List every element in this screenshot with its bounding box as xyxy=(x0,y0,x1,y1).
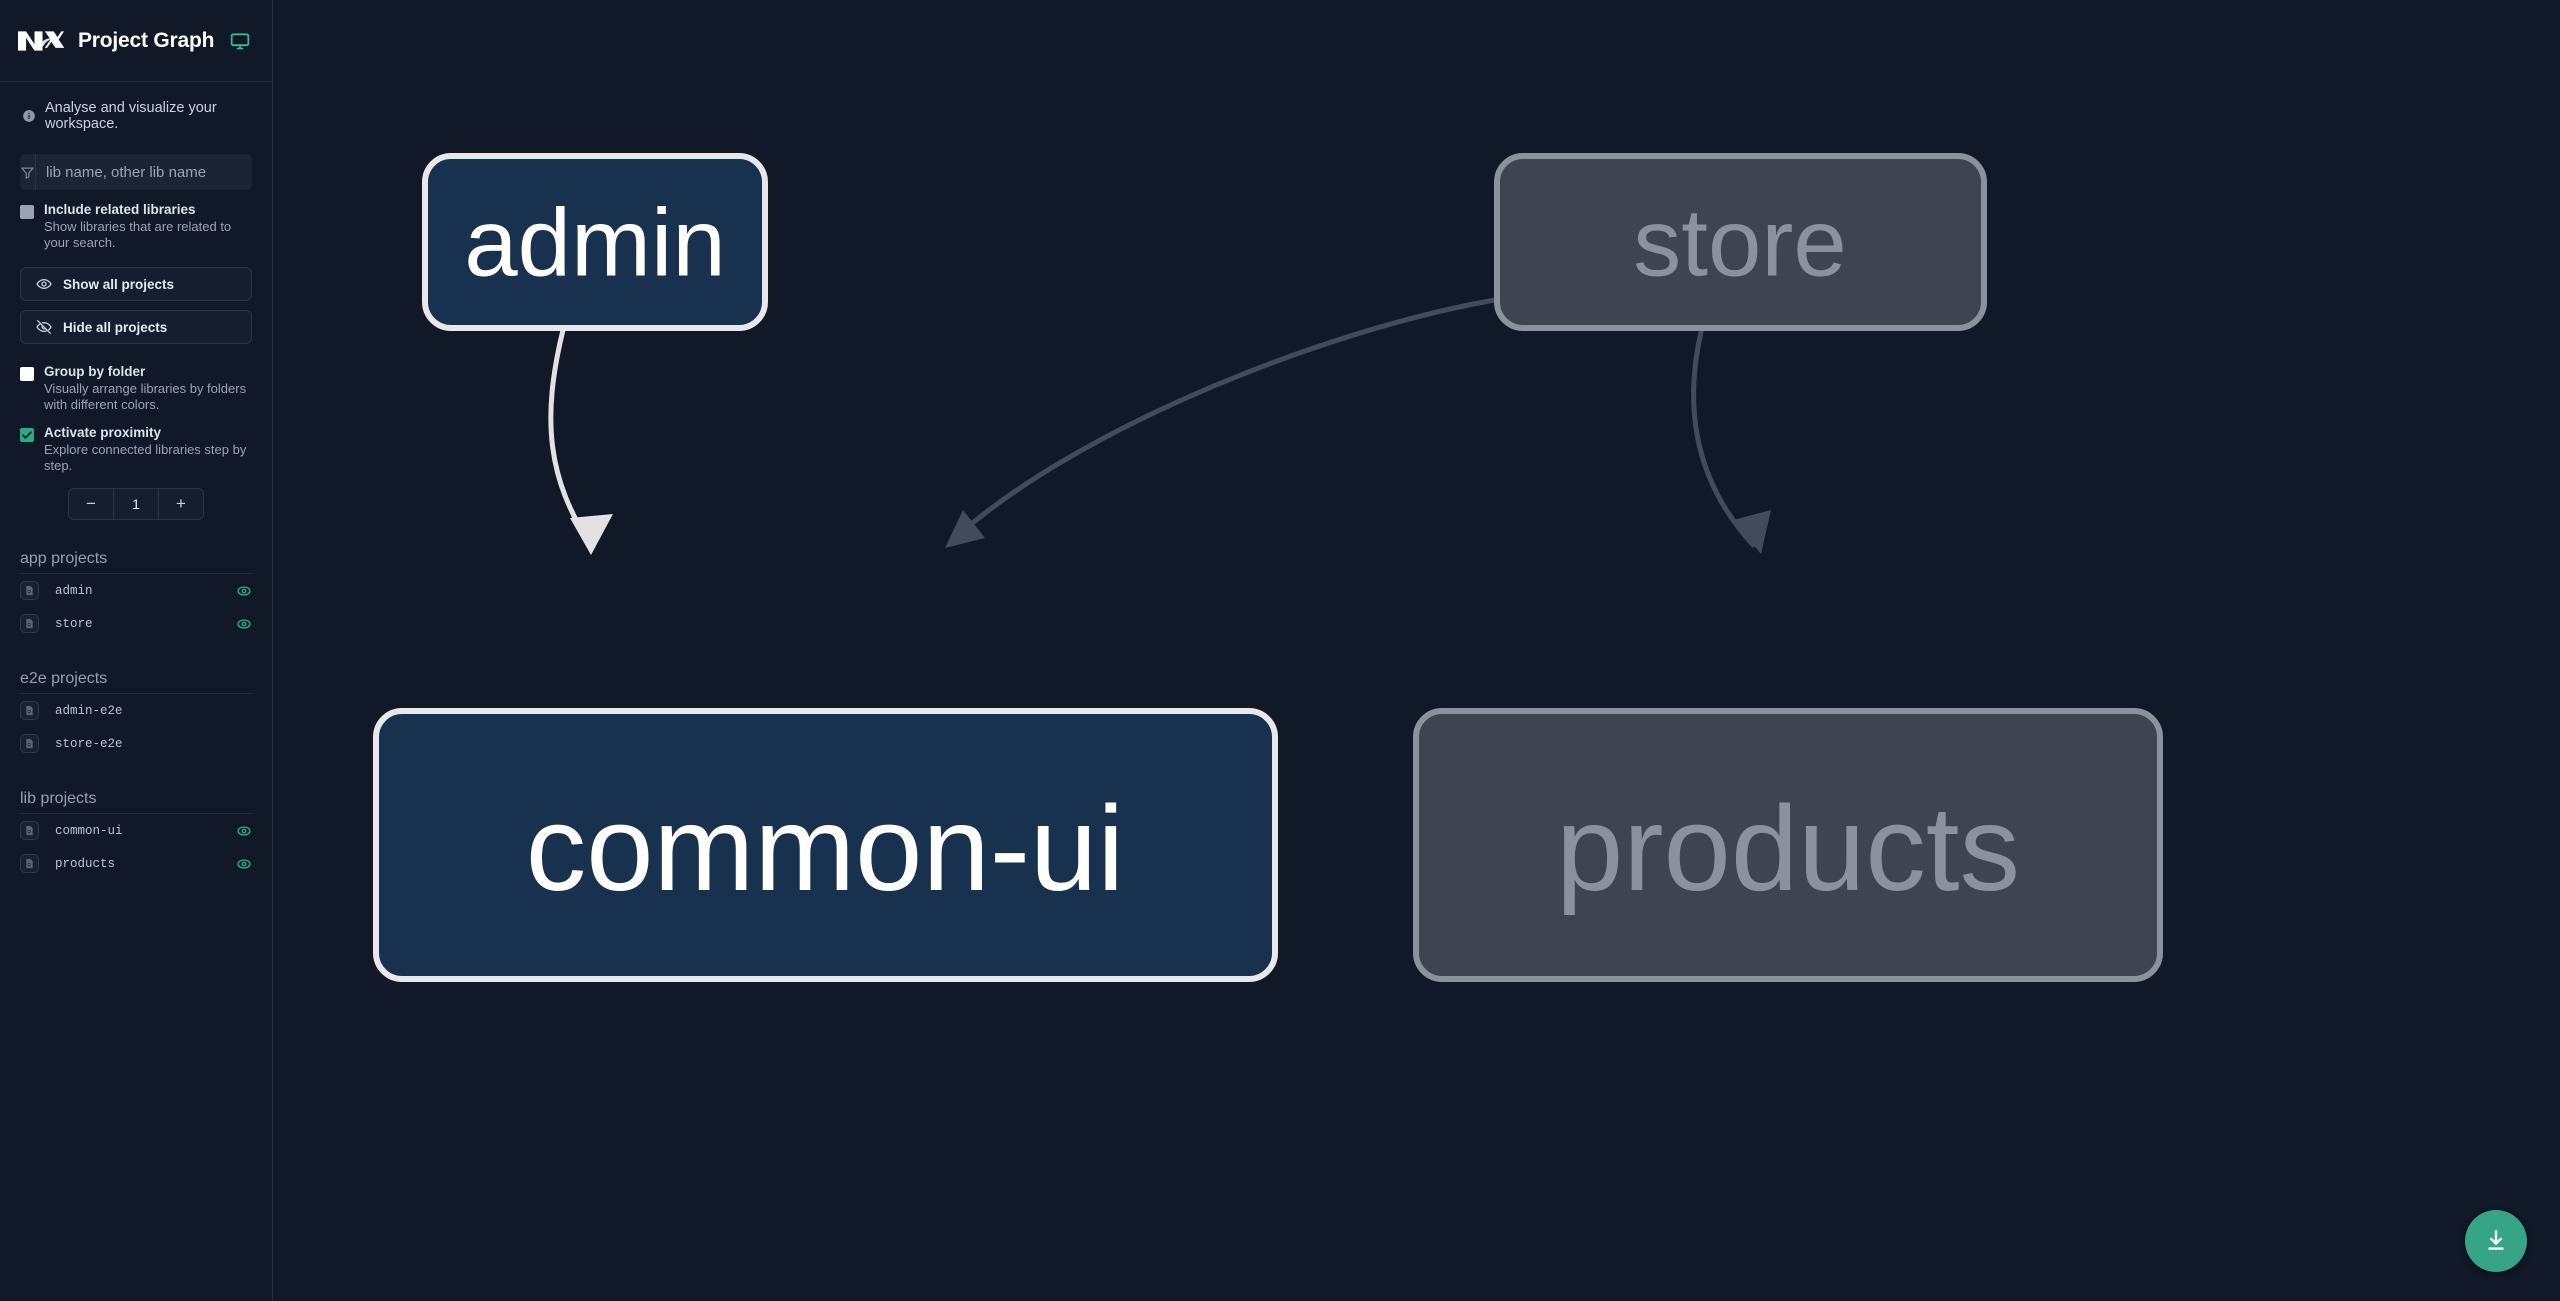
project-group-app-title: app projects xyxy=(20,550,252,574)
search-input[interactable] xyxy=(36,154,252,190)
project-file-icon xyxy=(20,614,39,633)
project-name: products xyxy=(55,856,116,871)
search-box[interactable] xyxy=(20,154,252,190)
project-group-e2e: e2e projects admin-e2e store-e2e xyxy=(0,670,272,760)
project-row-store-e2e[interactable]: store-e2e xyxy=(20,727,252,760)
monitor-icon[interactable] xyxy=(230,31,250,51)
page-title: Project Graph xyxy=(78,28,215,52)
project-group-e2e-title: e2e projects xyxy=(20,670,252,694)
project-name: store-e2e xyxy=(55,736,123,751)
graph-node-common-ui[interactable]: common-ui xyxy=(373,708,1278,982)
checkbox-include-related-libraries-desc: Show libraries that are related to your … xyxy=(44,219,232,250)
checkbox-activate-proximity-desc: Explore connected libraries step by step… xyxy=(44,442,247,473)
eye-off-icon xyxy=(36,320,52,334)
proximity-decrement-button[interactable]: − xyxy=(69,489,113,519)
project-group-app: app projects admin store xyxy=(0,550,272,640)
project-name: store xyxy=(55,616,93,631)
checkbox-group-by-folder[interactable]: Group by folder Visually arrange librari… xyxy=(0,344,272,413)
eye-visible-icon[interactable] xyxy=(236,856,252,872)
eye-visible-icon[interactable] xyxy=(236,583,252,599)
checkbox-activate-proximity[interactable]: Activate proximity Explore connected lib… xyxy=(0,413,272,474)
show-all-projects-label: Show all projects xyxy=(63,276,175,292)
graph-node-store[interactable]: store xyxy=(1494,153,1987,331)
hide-all-projects-button[interactable]: Hide all projects xyxy=(20,310,252,344)
edge-store-to-common-ui[interactable] xyxy=(945,297,1498,548)
project-name: admin xyxy=(55,583,93,598)
filter-section xyxy=(0,132,272,190)
project-file-icon xyxy=(20,734,39,753)
checkbox-include-related-libraries-label: Include related libraries xyxy=(44,202,196,217)
workspace-info-text: Analyse and visualize your workspace. xyxy=(45,100,217,132)
proximity-stepper: − 1 + xyxy=(20,488,252,520)
nx-logo-icon xyxy=(18,30,64,51)
download-icon xyxy=(2488,1230,2504,1250)
project-group-lib: lib projects common-ui products xyxy=(0,790,272,880)
checkbox-group-by-folder-label: Group by folder xyxy=(44,364,146,379)
graph-svg: admin store common-ui products xyxy=(373,153,2163,982)
checkbox-include-related-libraries[interactable]: Include related libraries Show libraries… xyxy=(0,190,272,251)
checkbox-activate-proximity-label: Activate proximity xyxy=(44,425,162,440)
project-row-admin[interactable]: admin xyxy=(20,574,252,607)
graph-node-store-label: store xyxy=(1633,190,1846,297)
edge-store-to-products[interactable] xyxy=(1691,329,1771,554)
project-file-icon xyxy=(20,854,39,873)
proximity-increment-button[interactable]: + xyxy=(159,489,203,519)
project-row-products[interactable]: products xyxy=(20,847,252,880)
project-file-icon xyxy=(20,821,39,840)
project-name: admin-e2e xyxy=(55,703,123,718)
workspace-info: Analyse and visualize your workspace. xyxy=(0,82,272,132)
eye-visible-icon[interactable] xyxy=(236,823,252,839)
project-name: common-ui xyxy=(55,823,123,838)
graph-nodes: admin store common-ui products xyxy=(373,153,2163,982)
edge-admin-to-common-ui[interactable] xyxy=(548,327,613,555)
project-group-lib-title: lib projects xyxy=(20,790,252,814)
check-icon xyxy=(22,431,32,439)
project-file-icon xyxy=(20,581,39,600)
checkbox-group-by-folder-box[interactable] xyxy=(20,367,34,381)
project-row-common-ui[interactable]: common-ui xyxy=(20,814,252,847)
hide-all-projects-label: Hide all projects xyxy=(63,319,168,335)
eye-visible-icon[interactable] xyxy=(236,616,252,632)
download-graph-button[interactable] xyxy=(2465,1210,2527,1272)
eye-icon xyxy=(36,279,52,289)
project-file-icon xyxy=(20,701,39,720)
checkbox-group-by-folder-desc: Visually arrange libraries by folders wi… xyxy=(44,381,247,412)
graph-edges xyxy=(548,297,1771,555)
graph-node-common-ui-label: common-ui xyxy=(526,780,1124,916)
project-row-admin-e2e[interactable]: admin-e2e xyxy=(20,694,252,727)
graph-node-admin[interactable]: admin xyxy=(422,153,768,331)
graph-node-products-label: products xyxy=(1556,780,2020,916)
project-row-store[interactable]: store xyxy=(20,607,252,640)
filter-funnel-icon xyxy=(20,154,36,190)
info-icon xyxy=(23,110,35,122)
graph-node-admin-label: admin xyxy=(464,190,725,297)
proximity-value: 1 xyxy=(113,489,159,519)
visibility-buttons: Show all projects Hide all projects xyxy=(0,251,272,344)
sidebar: Project Graph Analyse and visualize your… xyxy=(0,0,273,1301)
sidebar-header: Project Graph xyxy=(0,0,272,82)
show-all-projects-button[interactable]: Show all projects xyxy=(20,267,252,301)
checkbox-include-related-libraries-box[interactable] xyxy=(20,205,34,219)
checkbox-activate-proximity-box[interactable] xyxy=(20,428,34,442)
graph-node-products[interactable]: products xyxy=(1413,708,2163,982)
graph-canvas[interactable]: admin store common-ui products xyxy=(273,0,2560,1301)
